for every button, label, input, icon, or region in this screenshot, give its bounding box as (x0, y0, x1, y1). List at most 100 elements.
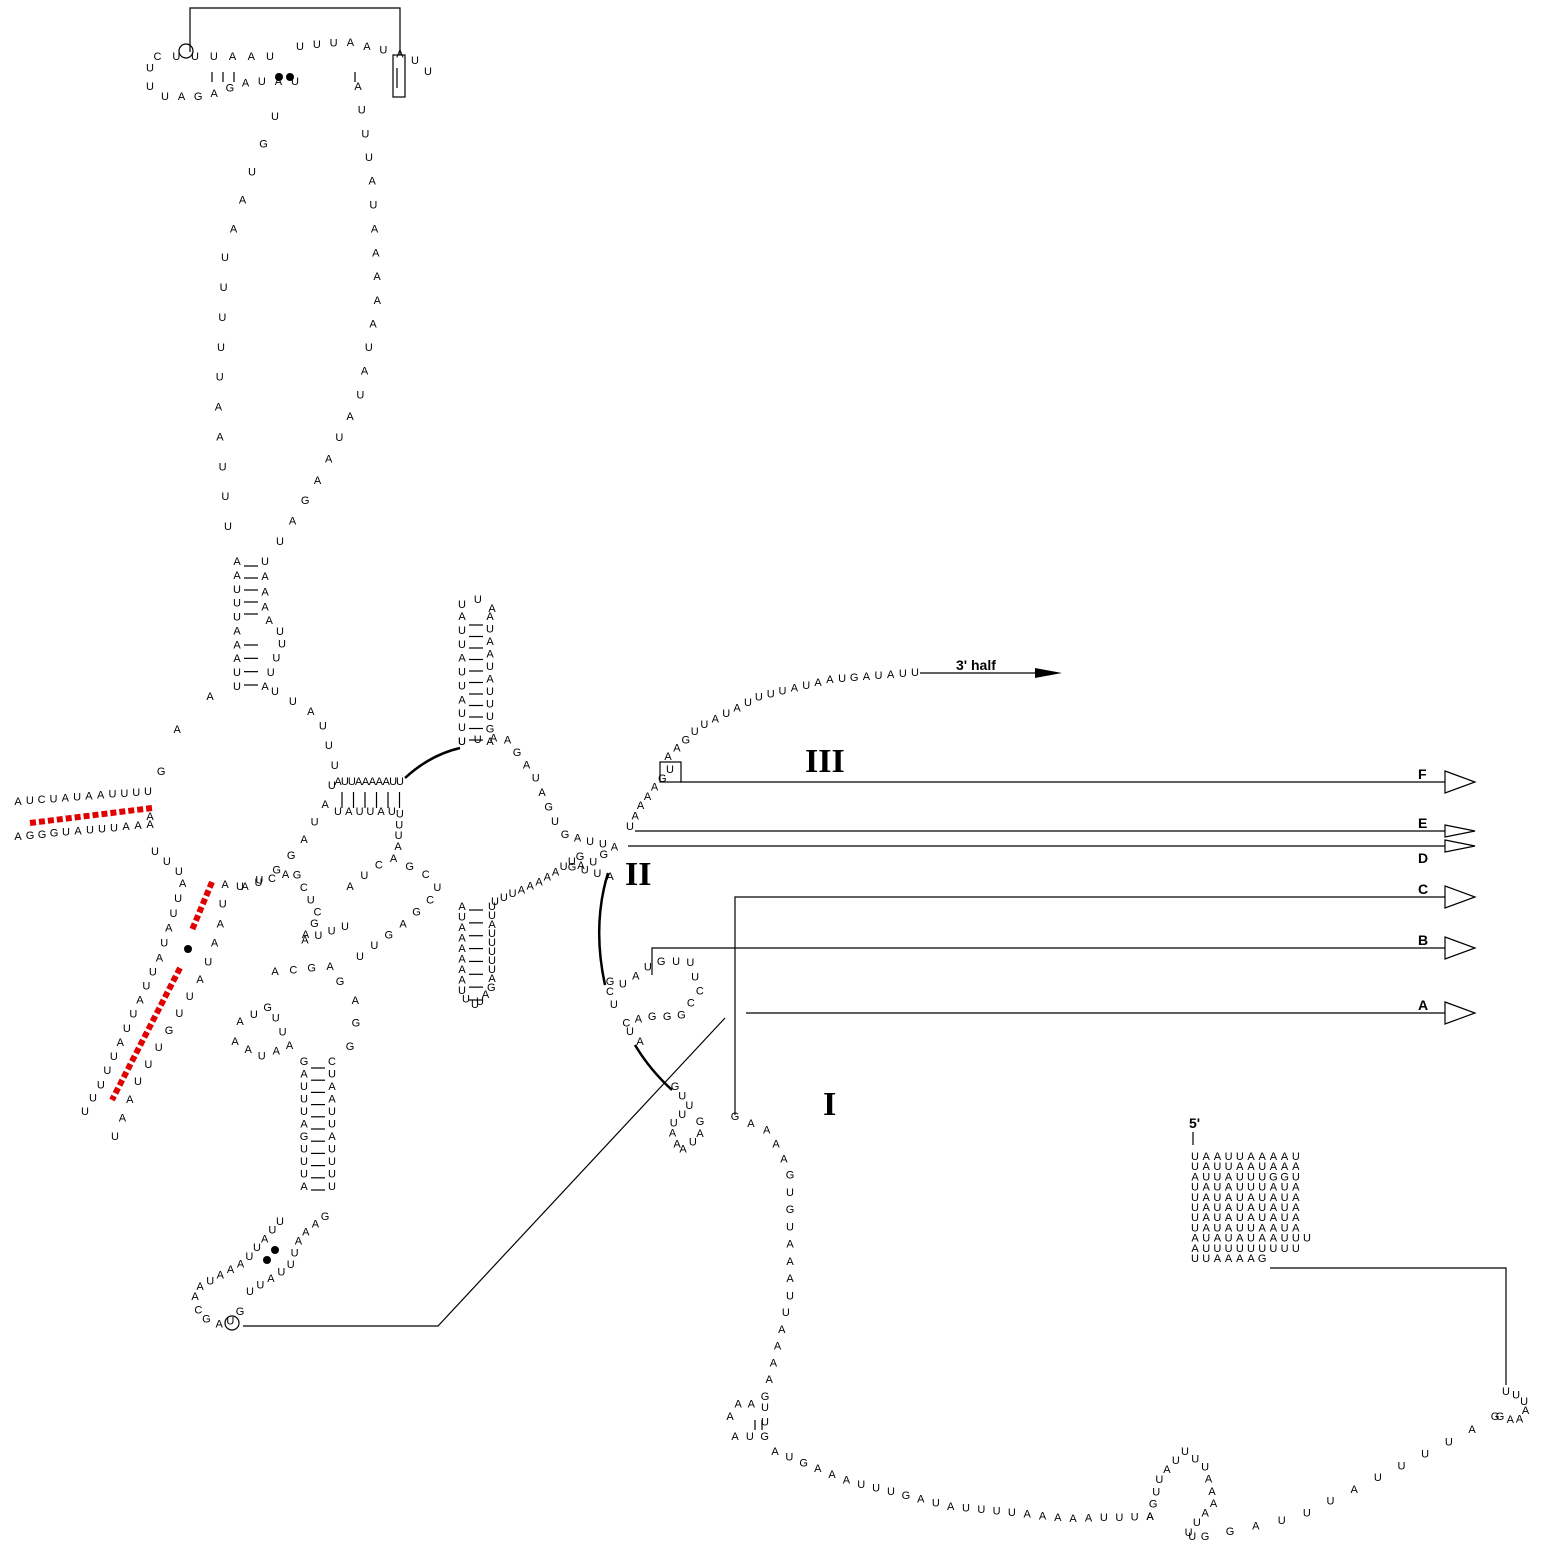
five-prime-block-nt: U (1258, 1171, 1266, 1183)
five-prime-block-nt: U (1191, 1212, 1199, 1224)
five-prime-block-nt: A (1270, 1202, 1278, 1214)
red-helix-bottom-nt: G (50, 828, 59, 840)
hairpin-II-left-nt: A (458, 901, 466, 913)
five-prime-block-nt: U (1292, 1233, 1300, 1245)
five-prime-block-nt: A (1270, 1233, 1278, 1245)
hairpin-I-nt: U (685, 1100, 693, 1112)
junction-II-nt: G (561, 829, 570, 841)
red-diag-right-nt: U (134, 1076, 142, 1088)
hairpin-B-nt: C (687, 998, 695, 1010)
domain3-upstream-nt: U (626, 821, 634, 833)
three-prime-arc-nt: A (664, 751, 672, 763)
red-helix-bottom-nt: A (74, 826, 82, 838)
helix-line-B (651, 947, 1445, 975)
domain-label-III: III (805, 743, 845, 780)
lower-stem-left-nt: G (300, 1056, 309, 1068)
hairpin-II-join-nt: A (535, 876, 543, 888)
tail-right-nt: A (1516, 1414, 1524, 1426)
domain2-upper-join-nt: U (551, 816, 559, 828)
domain2-upper-join-nt: A (504, 734, 512, 746)
five-prime-block-nt: U (1236, 1192, 1244, 1204)
hairpin-II-join-nt: A (544, 871, 552, 883)
red-diag-left-nt: U (175, 866, 183, 878)
hairpin-II-left-nt: A (458, 954, 466, 966)
top-loop-a-nt: U (172, 51, 180, 63)
bottom-hairpin-nt: A (1163, 1464, 1171, 1476)
stem-top-left-nt: U (233, 584, 241, 596)
bottom-arc-right-nt: U (1278, 1515, 1286, 1527)
left-join-nt: A (206, 691, 214, 703)
bottom-stem-right-nt: A (312, 1219, 320, 1231)
red-helix-top-nt: U (50, 793, 58, 805)
three-prime-arc-nt: U (802, 680, 810, 692)
bottom-stem-left-nt: A (237, 1258, 245, 1270)
red-diag-left-nt: A (136, 995, 144, 1007)
domain1-small-hairpin-nt: G (760, 1431, 769, 1443)
five-prime-block-nt: A (1247, 1202, 1255, 1214)
hairpin-II-left-nt: A (458, 943, 466, 955)
five-prime-block-nt: A (1292, 1212, 1300, 1224)
top-loop-c-nt: U (291, 76, 299, 88)
center-hairpin-nt: U (341, 921, 349, 933)
five-prime-block-nt: U (1213, 1171, 1221, 1183)
five-prime-block-nt: A (1292, 1202, 1300, 1214)
red-highlights (29, 805, 215, 1102)
red-diag-right-nt: A (221, 879, 229, 891)
domain-label-I: I (823, 1086, 836, 1123)
hairpin-B-nt: C (606, 986, 614, 998)
bottom-loop-nt: G (202, 1314, 211, 1326)
hairpin-B-nt: U (644, 961, 652, 973)
five-prime-block-nt: A (1214, 1233, 1222, 1245)
bottom-arc-right-nt: A (1468, 1424, 1476, 1436)
lower-stem-left-nt: U (300, 1156, 308, 1168)
domain3-upstream-nt: A (651, 782, 659, 794)
bottom-arc-nt: U (785, 1452, 793, 1464)
hairpin-II-left-nt: U (458, 985, 466, 997)
lower-stem-left-nt: U (300, 1081, 308, 1093)
bottom-hairpin-nt: G (1149, 1499, 1158, 1511)
circle-marker-top (178, 43, 194, 59)
domain1-chain-nt: G (786, 1170, 795, 1182)
long-left-strand-nt: U (216, 372, 224, 384)
top-loop-b-nt: U (379, 45, 387, 57)
five-prime-block-nt: A (1236, 1253, 1244, 1265)
top-loop-c-nt: A (275, 76, 283, 88)
five-prime-block-nt: A (1225, 1212, 1233, 1224)
five-prime-block-nt: A (1281, 1161, 1289, 1173)
mid-stem-right-nt: U (334, 806, 342, 818)
lower-stem-right-nt: U (328, 1156, 336, 1168)
five-prime-block-nt: U (1292, 1243, 1300, 1255)
domain1-small-hairpin-nt: U (761, 1417, 769, 1429)
hairpin-B-nt: G (657, 956, 666, 968)
five-prime-block-nt: U (1281, 1222, 1289, 1234)
mid-loop-nt: U (325, 740, 333, 752)
top-loop-c-nt: A (211, 88, 219, 100)
bottom-hairpin-nt: A (1210, 1498, 1218, 1510)
top-hairpin-left-nt: U (458, 667, 466, 679)
five-prime-block-nt: U (1202, 1243, 1210, 1255)
domain3-upstream-nt: A (644, 791, 652, 803)
domain1-chain-nt: U (786, 1291, 794, 1303)
mid-stem-right-nt: U (366, 806, 374, 818)
three-prime-arc-nt: U (691, 726, 699, 738)
left-small-loop-nt: U (272, 1013, 280, 1025)
bottom-hairpin-nt: U (1172, 1455, 1180, 1467)
long-right-strand-nt: A (373, 271, 381, 283)
top-loop-a-nt: A (248, 51, 256, 63)
hairpin-II-left-nt: U (471, 999, 479, 1011)
long-right-strand-nt: A (371, 223, 379, 235)
center-hairpin-2-nt: U (433, 882, 441, 894)
top-loop-b-nt: U (296, 41, 304, 53)
mid-stem-right-nt: U (356, 806, 364, 818)
mid-loop-nt: G (287, 850, 296, 862)
bottom-stem-left-nt: A (196, 1281, 204, 1293)
lower-stem-right-nt: A (328, 1094, 336, 1106)
hairpin-II-left-nt: A (458, 964, 466, 976)
hairpin-II-left-nt: U (458, 912, 466, 924)
helix-label-F: F (1418, 766, 1427, 782)
bottom-arc-nt: A (814, 1463, 822, 1475)
domain1-chain-nt: A (770, 1358, 778, 1370)
hairpin-II-join-nt: U (568, 856, 576, 868)
five-prime-block-nt: U (1258, 1192, 1266, 1204)
